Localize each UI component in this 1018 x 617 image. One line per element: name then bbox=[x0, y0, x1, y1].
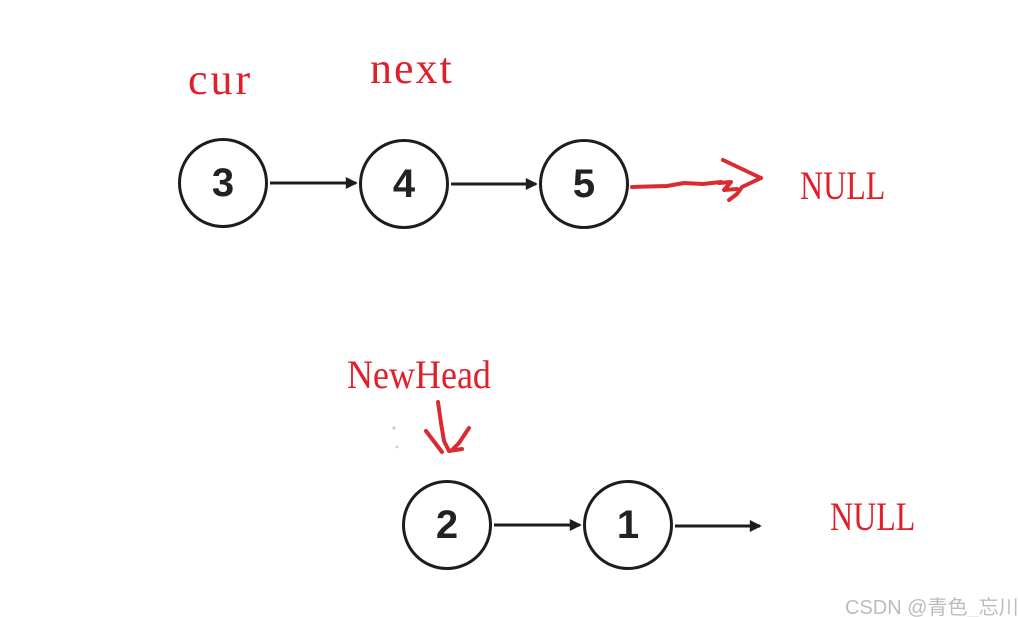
newhead-arrow-wing-right bbox=[450, 426, 471, 452]
node-5: 5 bbox=[539, 139, 629, 229]
node-1: 1 bbox=[583, 480, 673, 570]
node-3-value: 3 bbox=[211, 161, 235, 205]
node-2-value: 2 bbox=[435, 503, 459, 547]
red-arrow-node5-to-null bbox=[630, 158, 763, 202]
red-arrow-head-squiggle bbox=[717, 180, 739, 192]
label-null-bottom: NULL bbox=[830, 494, 916, 539]
label-cur: cur bbox=[188, 55, 254, 104]
node-4-value: 4 bbox=[392, 162, 416, 206]
red-arrow-shaft bbox=[630, 180, 723, 189]
stray-mark bbox=[392, 426, 396, 430]
label-newhead: NewHead bbox=[347, 352, 491, 397]
csdn-watermark: CSDN @青色_忘川 bbox=[845, 597, 1018, 617]
node-2: 2 bbox=[402, 480, 492, 570]
label-null-top: NULL bbox=[800, 163, 886, 208]
newhead-pointer-arrow bbox=[424, 400, 471, 454]
red-arrow-head-upper bbox=[721, 158, 763, 180]
node-3: 3 bbox=[178, 138, 268, 228]
label-next: next bbox=[370, 44, 454, 93]
red-arrow-head-lower bbox=[727, 176, 763, 202]
node-5-value: 5 bbox=[572, 162, 596, 206]
newhead-arrow-wing-left bbox=[424, 429, 444, 454]
node-4: 4 bbox=[359, 139, 449, 229]
node-1-value: 1 bbox=[616, 503, 640, 547]
stray-mark bbox=[395, 445, 399, 449]
